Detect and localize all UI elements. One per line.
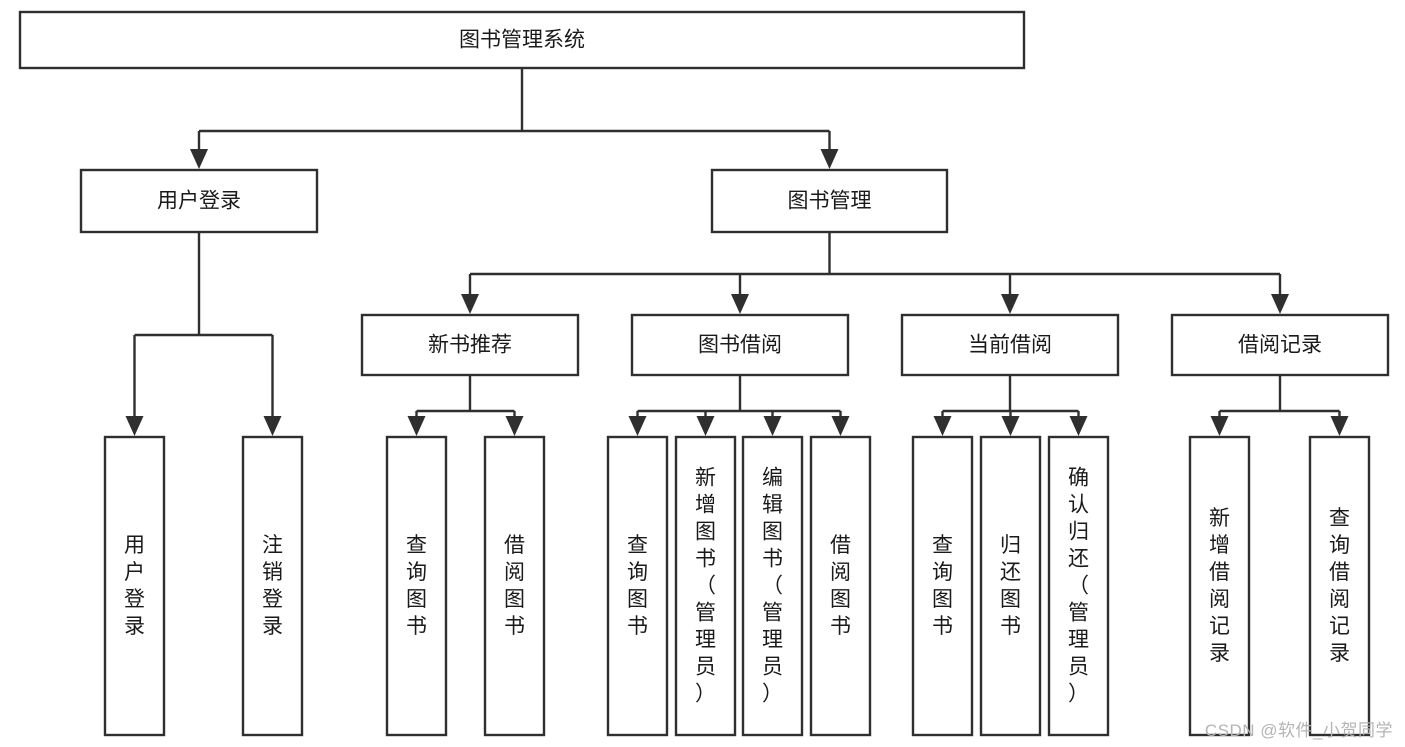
node-label: 新书推荐 — [428, 334, 512, 357]
arrow-head-icon — [505, 416, 524, 436]
node-leaf-6[interactable]: 编辑图书（管理员） — [741, 435, 804, 737]
node-box[interactable] — [483, 435, 546, 737]
node-level3-2[interactable]: 当前借阅 — [900, 313, 1120, 377]
arrow-head-icon — [1001, 416, 1020, 436]
node-label: 查询图书 — [406, 534, 427, 638]
arrow-head-icon — [1271, 294, 1289, 314]
node-layer: 图书管理系统用户登录图书管理新书推荐图书借阅当前借阅借阅记录用户登录注销登录查询… — [18, 10, 1390, 737]
node-level3-1[interactable]: 图书借阅 — [630, 313, 850, 377]
node-box[interactable] — [606, 435, 669, 737]
node-leaf-8[interactable]: 查询图书 — [911, 435, 974, 737]
node-leaf-3[interactable]: 借阅图书 — [483, 435, 546, 737]
node-leaf-7[interactable]: 借阅图书 — [809, 435, 872, 737]
arrow-head-icon — [1069, 416, 1088, 436]
node-box[interactable] — [979, 435, 1042, 737]
node-label: 新增借阅记录 — [1209, 507, 1230, 665]
arrow-head-icon — [731, 294, 749, 314]
node-leaf-10[interactable]: 确认归还（管理员） — [1047, 435, 1110, 737]
node-label: 当前借阅 — [968, 334, 1052, 357]
node-box[interactable] — [385, 435, 448, 737]
node-box[interactable] — [241, 435, 304, 737]
node-box[interactable] — [18, 10, 1026, 70]
arrow-head-icon — [407, 416, 426, 436]
node-level2-0[interactable]: 用户登录 — [79, 168, 319, 234]
node-leaf-5[interactable]: 新增图书（管理员） — [674, 435, 737, 737]
node-box[interactable] — [1047, 435, 1110, 737]
node-label: 借阅图书 — [830, 534, 851, 638]
node-box[interactable] — [630, 313, 850, 377]
node-level2-1[interactable]: 图书管理 — [710, 168, 949, 234]
node-box[interactable] — [1170, 313, 1390, 377]
node-label: 归还图书 — [1000, 534, 1021, 638]
node-label: 查询借阅记录 — [1329, 507, 1350, 665]
node-leaf-0[interactable]: 用户登录 — [103, 435, 166, 737]
node-leaf-9[interactable]: 归还图书 — [979, 435, 1042, 737]
arrow-head-icon — [628, 416, 647, 436]
node-leaf-2[interactable]: 查询图书 — [385, 435, 448, 737]
node-level3-0[interactable]: 新书推荐 — [360, 313, 580, 377]
node-leaf-11[interactable]: 新增借阅记录 — [1188, 435, 1251, 737]
arrow-head-icon — [763, 416, 782, 436]
node-leaf-12[interactable]: 查询借阅记录 — [1308, 435, 1371, 737]
node-box[interactable] — [900, 313, 1120, 377]
connector-layer — [125, 68, 1349, 436]
arrow-head-icon — [125, 416, 144, 436]
node-leaf-1[interactable]: 注销登录 — [241, 435, 304, 737]
node-label: 图书管理 — [788, 190, 872, 213]
node-label: 图书借阅 — [698, 334, 782, 357]
node-label: 确认归还（管理员） — [1068, 467, 1089, 706]
arrow-head-icon — [1001, 294, 1019, 314]
node-box[interactable] — [911, 435, 974, 737]
node-label: 用户登录 — [157, 190, 241, 213]
node-label: 图书管理系统 — [459, 29, 585, 52]
node-label: 借阅图书 — [504, 534, 525, 638]
arrow-head-icon — [1330, 416, 1349, 436]
arrow-head-icon — [831, 416, 850, 436]
node-leaf-4[interactable]: 查询图书 — [606, 435, 669, 737]
node-box[interactable] — [1188, 435, 1251, 737]
node-label: 用户登录 — [124, 534, 145, 638]
node-box[interactable] — [710, 168, 949, 234]
node-label: 编辑图书（管理员） — [762, 467, 783, 706]
node-label: 查询图书 — [932, 534, 953, 638]
node-box[interactable] — [79, 168, 319, 234]
watermark-text: CSDN @软件_小贺同学 — [1204, 721, 1393, 740]
node-label: 新增图书（管理员） — [695, 467, 716, 706]
arrow-head-icon — [933, 416, 952, 436]
node-label: 注销登录 — [262, 534, 283, 638]
arrow-head-icon — [820, 149, 839, 169]
arrow-head-icon — [263, 416, 282, 436]
node-box[interactable] — [674, 435, 737, 737]
node-box[interactable] — [360, 313, 580, 377]
arrow-head-icon — [1210, 416, 1229, 436]
node-box[interactable] — [809, 435, 872, 737]
node-level3-3[interactable]: 借阅记录 — [1170, 313, 1390, 377]
node-root-system[interactable]: 图书管理系统 — [18, 10, 1026, 70]
arrow-head-icon — [696, 416, 715, 436]
node-box[interactable] — [1308, 435, 1371, 737]
node-label: 借阅记录 — [1238, 334, 1322, 357]
arrow-head-icon — [461, 294, 479, 314]
node-box[interactable] — [103, 435, 166, 737]
node-box[interactable] — [741, 435, 804, 737]
arrow-head-icon — [190, 149, 208, 169]
node-label: 查询图书 — [627, 534, 648, 638]
